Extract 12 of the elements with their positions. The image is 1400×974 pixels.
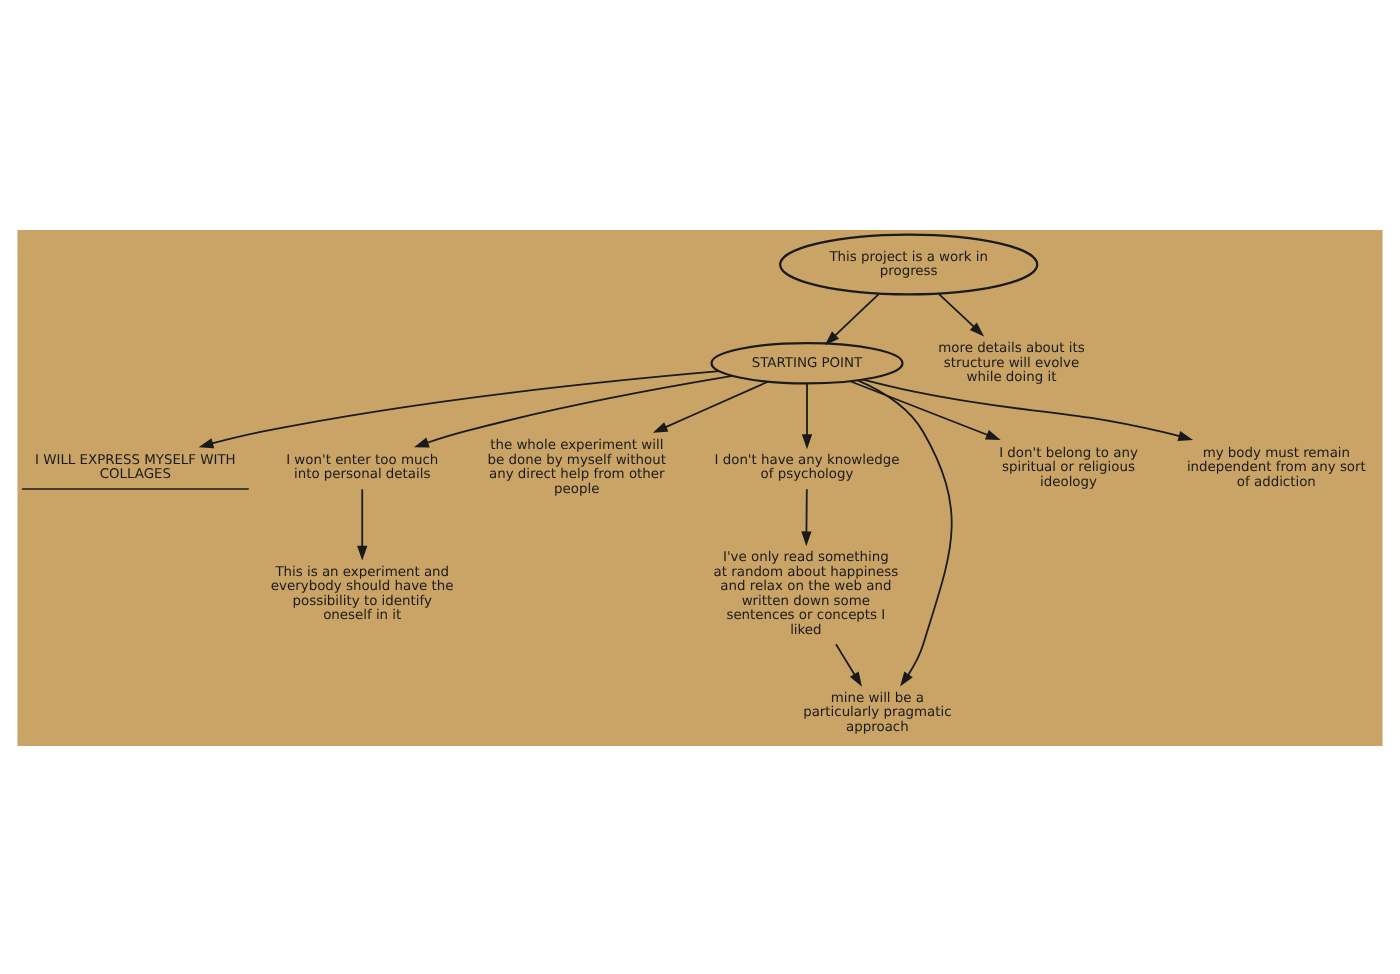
arrow: [824, 292, 880, 345]
arrow: [849, 379, 1001, 440]
arrow: [198, 369, 721, 448]
arrow: [862, 377, 1194, 441]
arrow: [938, 292, 985, 336]
arrow: [856, 378, 953, 686]
arrow: [801, 381, 813, 449]
arrow: [835, 642, 862, 686]
arrow: [357, 487, 368, 560]
arrow: [414, 374, 734, 447]
arrow: [652, 379, 769, 432]
arrow: [801, 487, 812, 546]
